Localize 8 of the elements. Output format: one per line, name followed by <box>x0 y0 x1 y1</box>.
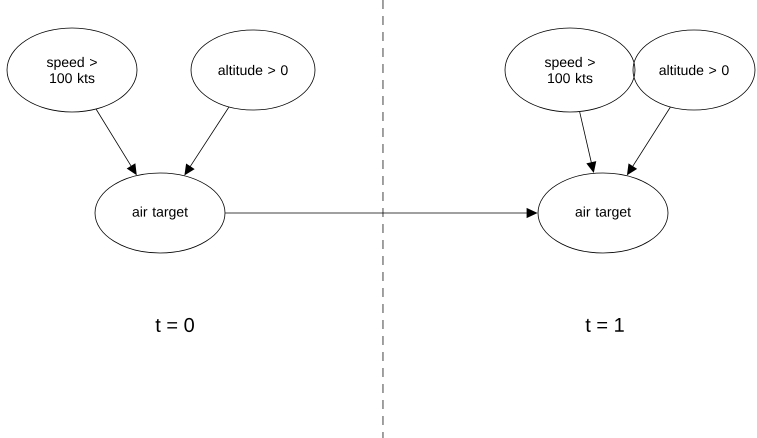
ellipse-node: speed > 100 kts <box>6 28 138 112</box>
time-label: t = 0 <box>156 318 194 332</box>
ellipse-node: altitude > 0 <box>190 30 316 110</box>
time-label: t = 1 <box>586 318 624 332</box>
ellipse-node: speed > 100 kts <box>504 28 636 112</box>
ellipse-node: air target <box>94 172 226 254</box>
ellipse-node: air target <box>538 172 668 254</box>
ellipse-node: altitude > 0 <box>632 30 756 110</box>
